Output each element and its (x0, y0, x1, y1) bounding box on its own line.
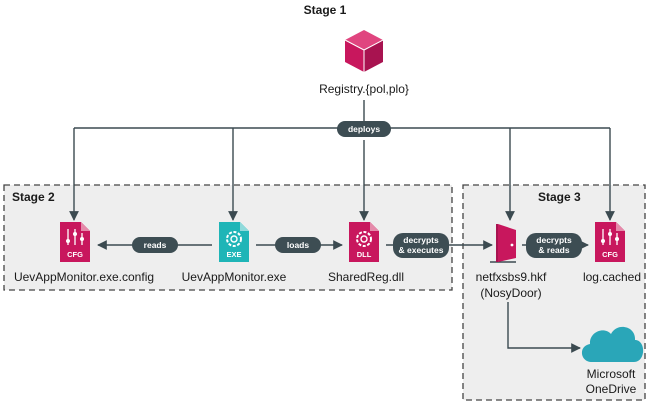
log-badge: CFG (602, 250, 618, 259)
decrypts-reads-label-2: & reads (538, 245, 569, 255)
stage-1-title: Stage 1 (304, 3, 347, 17)
exe-badge: EXE (226, 250, 241, 259)
exe-label: UevAppMonitor.exe (182, 270, 287, 284)
onedrive-label-2: OneDrive (586, 382, 637, 396)
reads-label: reads (144, 240, 167, 250)
nosydoor-label-2: (NosyDoor) (480, 286, 541, 300)
dll-badge: DLL (357, 250, 372, 259)
stage-3-title: Stage 3 (538, 190, 581, 204)
decrypts-reads-pill (526, 233, 582, 258)
cloud-icon (581, 326, 644, 362)
registry-label: Registry.{pol,plo} (319, 82, 409, 96)
nosydoor-label-1: netfxsbs9.hkf (476, 270, 547, 284)
onedrive-label-1: Microsoft (587, 367, 636, 381)
door-icon (490, 224, 516, 263)
decrypts-reads-label-1: decrypts (536, 235, 572, 245)
deploys-pill (337, 121, 391, 137)
loads-label: loads (287, 240, 309, 250)
cube-icon (344, 30, 384, 72)
decrypts-executes-label-2: & executes (399, 245, 444, 255)
config-badge: CFG (67, 250, 83, 259)
log-label: log.cached (583, 270, 641, 284)
dll-file-icon: DLL (349, 222, 379, 262)
config-file-icon: CFG (60, 222, 90, 262)
stage-2-title: Stage 2 (12, 190, 55, 204)
exfil-arrow (507, 302, 581, 353)
exe-file-icon: EXE (219, 222, 249, 262)
log-file-icon: CFG (595, 222, 625, 262)
deploys-label: deploys (348, 124, 380, 134)
dll-label: SharedReg.dll (328, 270, 404, 284)
reads-pill (132, 237, 178, 253)
loads-pill (275, 237, 321, 253)
decrypts-executes-label-1: decrypts (403, 235, 439, 245)
decrypts-executes-pill (393, 233, 449, 258)
config-label: UevAppMonitor.exe.config (14, 270, 154, 284)
